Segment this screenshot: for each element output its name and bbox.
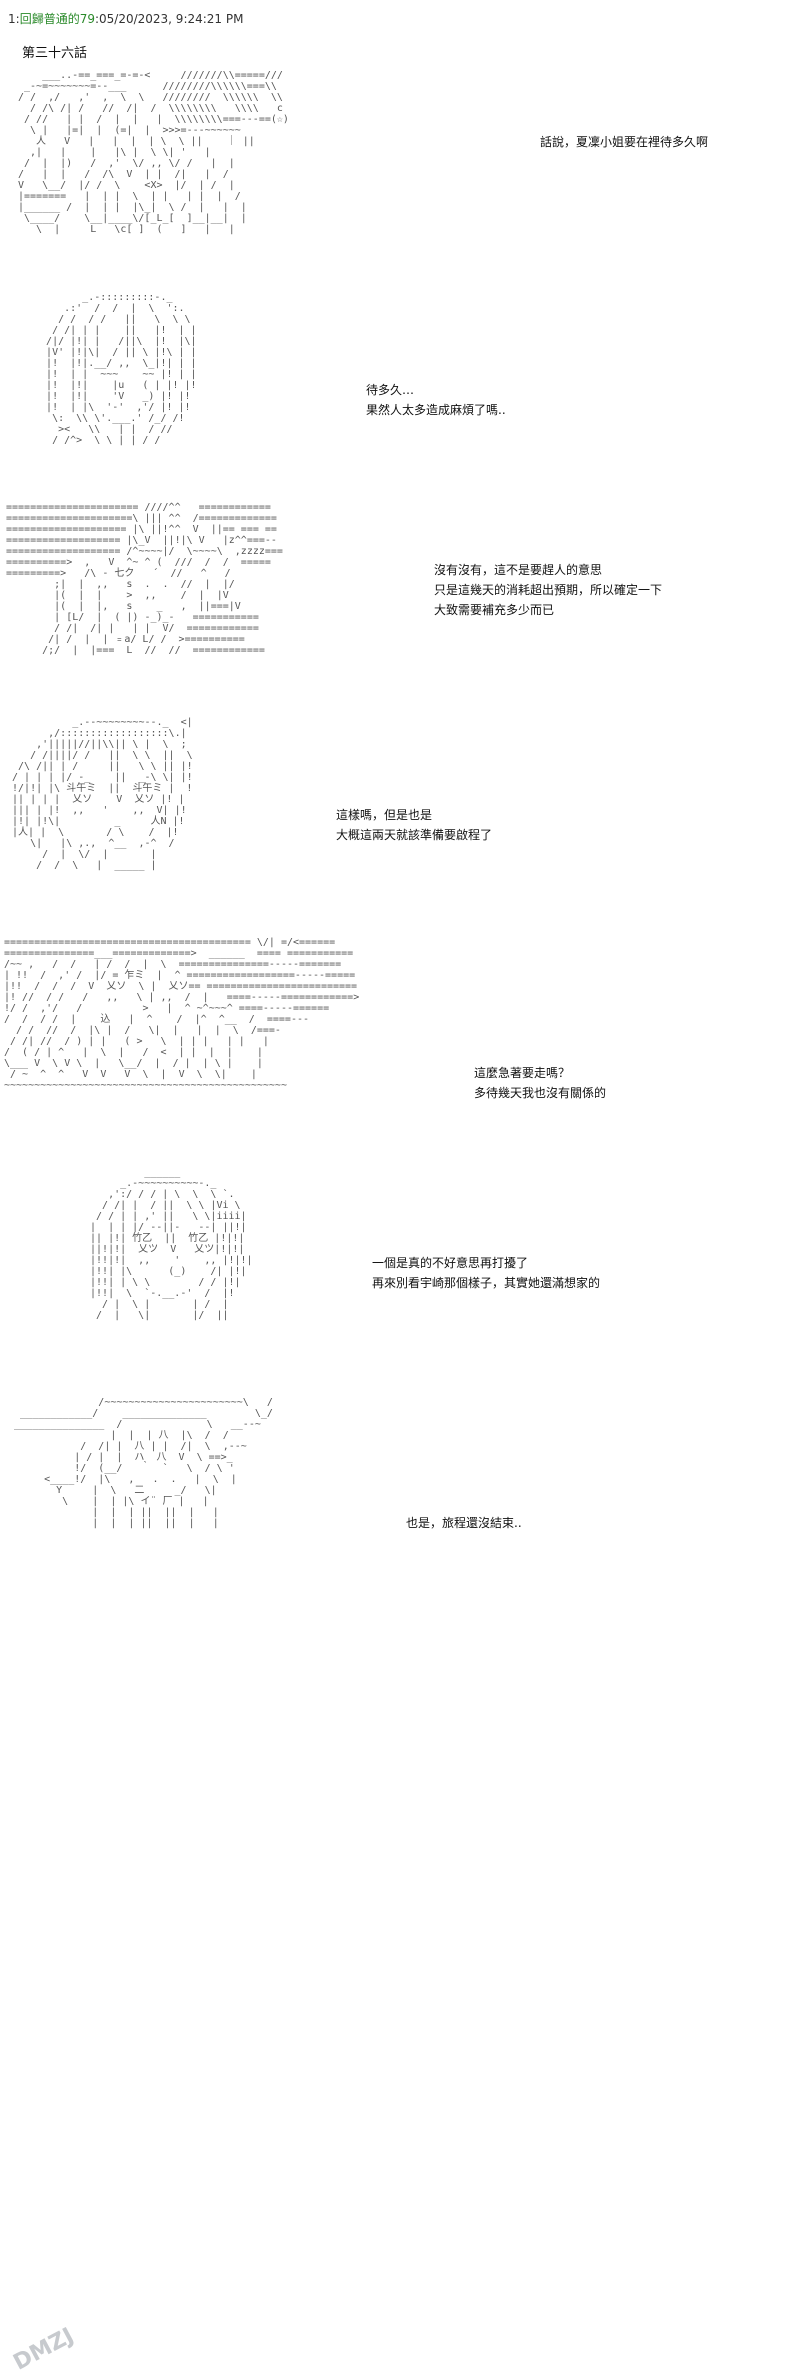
- dialogue-line: 大致需要補充多少而已: [434, 603, 555, 617]
- ascii-art-1: ___..-==_===_=-=-< ///////\\=====/// _-~…: [18, 70, 289, 235]
- dialogue-line: 一個是真的不好意思再打擾了: [372, 1256, 529, 1270]
- dialogue-line: 這樣嗎，但是也是: [336, 808, 433, 822]
- post-username[interactable]: 回歸普通的79: [19, 12, 95, 26]
- panel-7: /~~~~~~~~~~~~~~~~~~~~~~~\ / ____________…: [0, 1395, 800, 1610]
- dialogue-line: 只是這幾天的消耗超出預期，所以確定一下: [434, 583, 663, 597]
- ascii-art-4: _.--~~~~~~~~--._ <| ,/::::::::::::::::::…: [12, 717, 193, 871]
- dmzj-watermark-icon: DMZJ: [9, 2323, 78, 2375]
- ascii-art-2: _.-:::::::::-._ .:' / / | \ ':. / / / / …: [46, 292, 197, 446]
- panel-1: ___..-==_===_=-=-< ///////\\=====/// _-~…: [0, 70, 800, 290]
- chapter-title: 第三十六話: [22, 46, 88, 61]
- dialogue-line: 話說，夏凜小姐要在裡待多久啊: [540, 135, 709, 149]
- ascii-art-5: ========================================…: [4, 937, 360, 1091]
- panel-4: _.--~~~~~~~~--._ <| ,/::::::::::::::::::…: [0, 715, 800, 925]
- dialogue-2: 待多久… 果然人太多造成麻煩了嗎..: [366, 380, 506, 420]
- ascii-art-7: /~~~~~~~~~~~~~~~~~~~~~~~\ / ____________…: [14, 1397, 273, 1529]
- ascii-art-6: ______ _.-~~~~~~~~~~-._ ,':/ / / | \ \ \…: [90, 1167, 253, 1321]
- panel-2: _.-:::::::::-._ .:' / / | \ ':. / / / / …: [0, 290, 800, 490]
- panel-5: ========================================…: [0, 935, 800, 1160]
- dialogue-4: 這樣嗎，但是也是 大概這兩天就該準備要啟程了: [336, 805, 492, 845]
- dialogue-line: 待多久…: [366, 383, 415, 397]
- dialogue-5: 這麼急著要走嗎？ 多待幾天我也沒有關係的: [474, 1063, 606, 1103]
- dialogue-line: 多待幾天我也沒有關係的: [474, 1086, 607, 1100]
- dialogue-3: 沒有沒有，這不是要趕人的意思 只是這幾天的消耗超出預期，所以確定一下 大致需要補…: [434, 560, 662, 620]
- post-header: 1:回歸普通的79:05/20/2023, 9:24:21 PM: [8, 12, 244, 26]
- panel-3: ====================== ////^^ ==========…: [0, 500, 800, 710]
- ascii-art-3: ====================== ////^^ ==========…: [6, 502, 283, 656]
- dialogue-7: 也是，旅程還沒結束..: [406, 1513, 522, 1533]
- dialogue-line: 果然人太多造成麻煩了嗎..: [366, 403, 506, 417]
- post-timestamp: 05/20/2023, 9:24:21 PM: [99, 12, 244, 26]
- dialogue-6: 一個是真的不好意思再打擾了 再來別看宇崎那個樣子，其實她還滿想家的: [372, 1253, 600, 1293]
- dialogue-1: 話說，夏凜小姐要在裡待多久啊: [540, 132, 708, 152]
- dialogue-line: 大概這兩天就該準備要啟程了: [336, 828, 493, 842]
- dialogue-line: 沒有沒有，這不是要趕人的意思: [434, 563, 603, 577]
- panel-6: ______ _.-~~~~~~~~~~-._ ,':/ / / | \ \ \…: [0, 1165, 800, 1380]
- watermark-text: DMZJ: [9, 2323, 78, 2375]
- dialogue-line: 這麼急著要走嗎？: [474, 1066, 571, 1080]
- dialogue-line: 也是，旅程還沒結束..: [406, 1516, 522, 1530]
- post-index: 1:: [8, 12, 20, 26]
- dialogue-line: 再來別看宇崎那個樣子，其實她還滿想家的: [372, 1276, 601, 1290]
